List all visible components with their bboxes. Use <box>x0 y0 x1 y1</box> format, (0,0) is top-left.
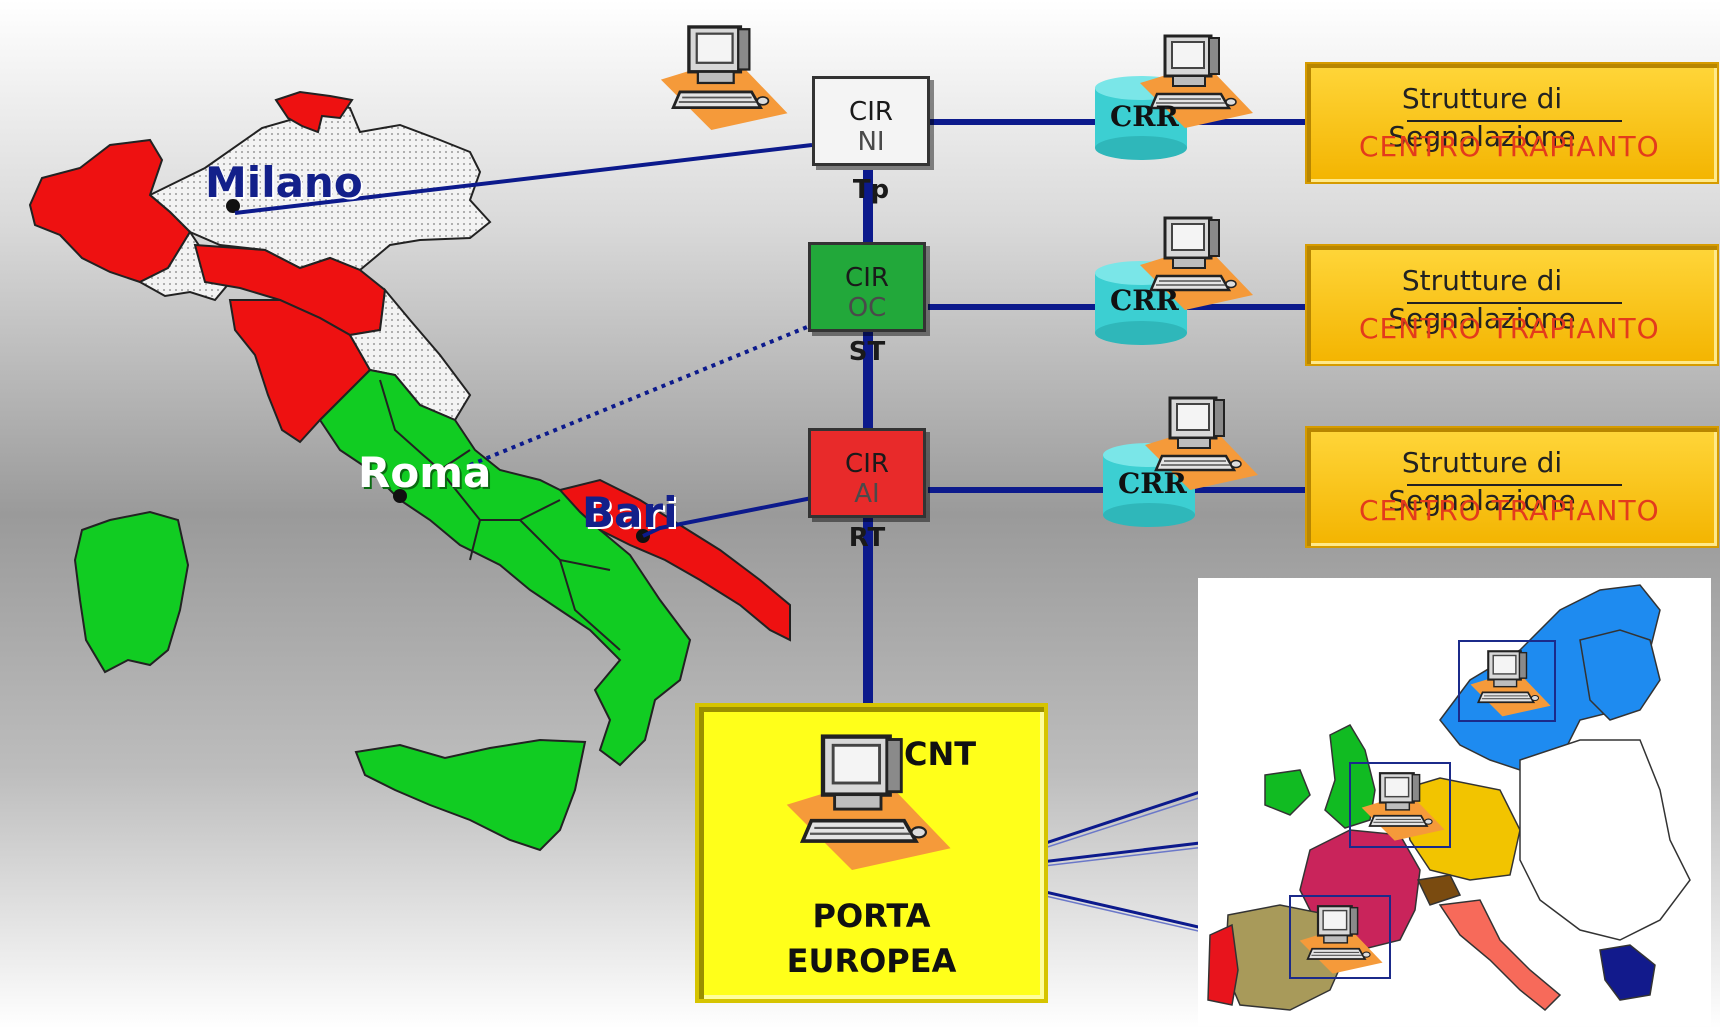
city-label-bari: Bari <box>582 488 678 537</box>
cir-node-south-line2: AI <box>854 479 880 509</box>
strutture-2-title: Strutture di <box>1401 264 1563 297</box>
country-switzerland <box>1416 874 1462 906</box>
porta-label: PORTA <box>812 897 931 935</box>
europe-node-central <box>1349 762 1451 848</box>
cir-node-central-line1: CIR <box>845 263 889 293</box>
italy-map <box>28 90 791 852</box>
europe-map <box>1207 584 1691 1012</box>
strutture-1-centro: CENTRO TRAPIANTO <box>1359 130 1660 163</box>
region-trentino-red <box>274 90 354 134</box>
crr-label-2: CRR <box>1110 284 1179 317</box>
cir-node-south-line3: RT <box>848 523 886 553</box>
strutture-box-1: Strutture di Segnalazione CENTRO TRAPIAN… <box>1305 62 1719 184</box>
europe-node-north <box>1458 640 1556 722</box>
crr-label-3: CRR <box>1118 467 1187 500</box>
cir-node-central-line3: ST <box>848 337 886 367</box>
milano-dot <box>226 199 240 213</box>
cir-node-north-line1: CIR <box>849 97 893 127</box>
cnt-label: CNT <box>904 735 977 773</box>
crr-label-1: CRR <box>1110 100 1179 133</box>
cir-node-south: CIR AI RT <box>808 428 926 553</box>
link-bari-cir <box>642 496 813 538</box>
region-piemonte-red <box>28 138 192 284</box>
cir-node-south-line1: CIR <box>845 449 889 479</box>
roma-dot <box>393 489 407 503</box>
cir-node-north-line2: NI <box>857 127 885 157</box>
strutture-3-centro: CENTRO TRAPIANTO <box>1359 494 1660 527</box>
strutture-1-subtitle: Segnalazione <box>1388 120 1576 153</box>
europe-nodes <box>1289 640 1556 979</box>
strutture-3-title: Strutture di <box>1401 446 1563 479</box>
region-sardegna-green <box>73 510 190 674</box>
region-sicilia-green <box>354 738 587 852</box>
country-italy <box>1438 899 1562 1012</box>
city-label-roma: Roma <box>358 448 492 497</box>
city-label-milano: Milano <box>205 158 363 207</box>
europe-node-south <box>1289 895 1391 979</box>
cnt-porta-europea-box: CNT PORTA EUROPEA <box>695 703 1048 1003</box>
strutture-1-title: Strutture di <box>1401 82 1563 115</box>
cir-node-north-line3: Tp <box>852 175 890 205</box>
country-east <box>1519 739 1691 941</box>
strutture-3-subtitle: Segnalazione <box>1388 484 1576 517</box>
cir-node-north: CIR NI Tp <box>812 76 930 205</box>
region-central-green <box>318 368 692 767</box>
country-portugal <box>1207 923 1239 1006</box>
region-puglia-red <box>558 478 791 642</box>
region-borders <box>379 379 621 651</box>
link-roma-cir <box>469 323 813 467</box>
strutture-2-centro: CENTRO TRAPIANTO <box>1359 312 1660 345</box>
strutture-1-rule <box>1407 120 1622 122</box>
country-central <box>1399 777 1521 881</box>
strutture-2-rule <box>1407 302 1622 304</box>
strutture-box-2: Strutture di Segnalazione CENTRO TRAPIAN… <box>1305 244 1719 366</box>
strutture-3-rule <box>1407 484 1622 486</box>
country-ireland <box>1264 769 1311 816</box>
cir-node-central-line2: OC <box>847 293 887 323</box>
country-finland <box>1579 629 1661 721</box>
strutture-box-3: Strutture di Segnalazione CENTRO TRAPIAN… <box>1305 426 1719 548</box>
country-greece <box>1599 944 1656 1001</box>
computer-workstation-icon <box>659 25 790 130</box>
cir-node-central: CIR OC ST <box>808 242 926 367</box>
link-milano-cir <box>234 143 813 215</box>
strutture-2-subtitle: Segnalazione <box>1388 302 1576 335</box>
europea-label: EUROPEA <box>786 942 957 980</box>
